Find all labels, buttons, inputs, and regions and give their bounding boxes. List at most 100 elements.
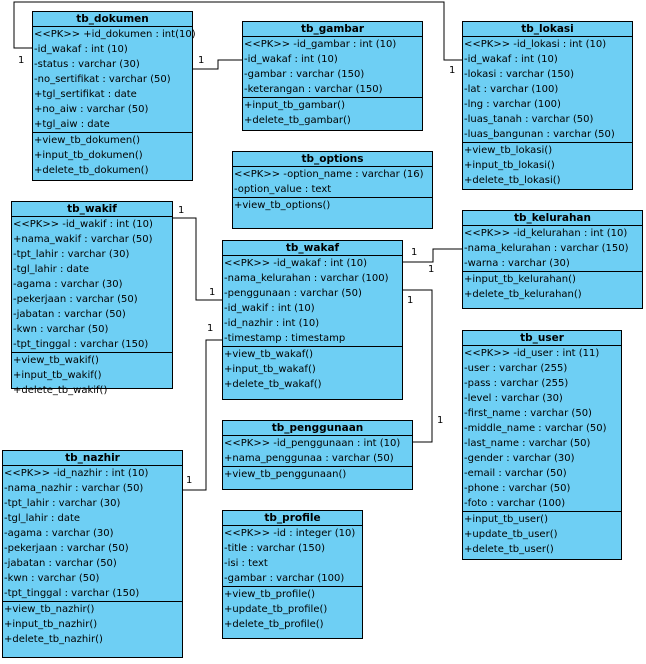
class-tb-nazhir[interactable]: tb_nazhir<<PK>> -id_nazhir : int (10)-na… [2, 450, 183, 658]
attribute-row: -jabatan : varchar (50) [13, 309, 126, 320]
method-section: +view_tb_options() [233, 198, 432, 213]
multiplicity-label: 1 [198, 55, 205, 66]
attribute-row: -pass : varchar (255) [464, 378, 569, 389]
link-wakaf-kelurahan [403, 248, 462, 263]
attribute-row: -no_sertifikat : varchar (50) [34, 74, 171, 85]
attribute-row: -middle_name : varchar (50) [464, 423, 607, 434]
method-row: +input_tb_wakaf() [224, 364, 316, 375]
method-row: +delete_tb_gambar() [244, 115, 351, 126]
attribute-row: <<PK>> -id : integer (10) [224, 528, 356, 539]
class-tb-options[interactable]: tb_options<<PK>> -option_name : varchar … [232, 151, 433, 229]
method-section: +input_tb_user()+update_tb_user()+delete… [463, 512, 621, 557]
method-section: +view_tb_penggunaan() [223, 467, 412, 482]
attribute-row: -id_nazhir : int (10) [224, 318, 320, 329]
attribute-row: -kwn : varchar (50) [4, 573, 100, 584]
method-row: +delete_tb_nazhir() [4, 634, 103, 645]
attribute-row: -tpt_lahir : varchar (30) [4, 498, 121, 509]
class-tb-wakif[interactable]: tb_wakif<<PK>> -id_wakif : int (10)+nama… [11, 201, 173, 396]
method-row: +delete_tb_lokasi() [464, 175, 561, 186]
method-section: +view_tb_dokumen()+input_tb_dokumen()+de… [33, 133, 192, 178]
method-section: +view_tb_nazhir() +input_tb_nazhir() +dele… [3, 602, 182, 647]
method-row: +view_tb_options() [234, 200, 331, 211]
attribute-row: -title : varchar (150) [224, 543, 325, 554]
class-tb-user[interactable]: tb_user<<PK>> -id_user : int (11)-user :… [462, 330, 622, 560]
attribute-row: <<PK>> -id_kelurahan : int (10) [464, 228, 628, 239]
method-row: +input_tb_kelurahan() [464, 274, 576, 285]
attribute-row: -warna : varchar (30) [464, 258, 570, 269]
class-tb-kelurahan[interactable]: tb_kelurahan <<PK>> -id_kelurahan : int (… [462, 210, 643, 309]
method-row: +input_tb_dokumen() [34, 150, 143, 161]
class-title: tb_lokasi [463, 22, 632, 37]
attribute-row: +tgl_aiw : date [34, 119, 110, 130]
method-row: +update_tb_user() [464, 529, 558, 540]
method-row: +input_tb_nazhir() [4, 619, 98, 630]
attribute-row: -isi : text [224, 558, 268, 569]
method-row: +update_tb_profile() [224, 604, 328, 615]
class-tb-profile[interactable]: tb_profile <<PK>> -id : integer (10) -titl… [222, 510, 363, 639]
class-title: tb_profile [223, 511, 362, 526]
method-section: +input_tb_gambar() +delete_tb_gambar() [243, 98, 422, 128]
method-row: +input_tb_gambar() [244, 100, 345, 111]
class-tb-penggunaan[interactable]: tb_penggunaan<<PK>> -id_penggunaan : int… [222, 420, 413, 490]
method-row: +view_tb_wakaf() [224, 349, 314, 360]
attribute-row: <<PK>> -option_name : varchar (16) [234, 169, 424, 180]
attribute-row: +nama_penggunaa : varchar (50) [224, 453, 394, 464]
method-row: +delete_tb_wakaf() [224, 379, 322, 390]
class-tb-lokasi[interactable]: tb_lokasi<<PK>> -id_lokasi : int (10)-id… [462, 21, 633, 190]
attribute-row: -id_wakif : int (10) [224, 303, 315, 314]
attribute-row: -user : varchar (255) [464, 363, 568, 374]
link-dokumen-gambar [193, 59, 242, 70]
method-row: +input_tb_lokasi() [464, 160, 555, 171]
link-wakif-wakaf [173, 217, 222, 301]
attribute-row: +no_aiw : varchar (50) [34, 104, 149, 115]
method-row: +view_tb_penggunaan() [224, 469, 347, 480]
attribute-row: -penggunaan : varchar (50) [224, 288, 362, 299]
attribute-row: -keterangan : varchar (150) [244, 84, 383, 95]
class-tb-dokumen[interactable]: tb_dokumen<<PK>> +id_dokumen : int(10)-i… [32, 11, 196, 181]
attribute-section: <<PK>> -id_wakif : int (10) +nama_wakif :… [12, 217, 172, 353]
method-row: +view_tb_nazhir() [4, 604, 95, 615]
attribute-row: -pekerjaan : varchar (50) [4, 543, 129, 554]
attribute-row: -last_name : varchar (50) [464, 438, 591, 449]
attribute-row: +nama_wakif : varchar (50) [13, 234, 153, 245]
attribute-row: -kwn : varchar (50) [13, 324, 109, 335]
attribute-row: <<PK>> -id_gambar : int (10) [244, 39, 397, 50]
multiplicity-label: 1 [449, 65, 456, 76]
method-row: +input_tb_user() [464, 514, 548, 525]
class-tb-wakaf[interactable]: tb_wakaf<<PK>> -id_wakaf : int (10)-nama… [222, 240, 403, 400]
attribute-section: <<PK>> +id_dokumen : int(10)-id_wakaf : … [33, 27, 196, 133]
attribute-section: <<PK>> -id_penggunaan : int (10)+nama_pe… [223, 436, 412, 467]
method-row: +view_tb_dokumen() [34, 135, 140, 146]
attribute-section: <<PK>> -id_lokasi : int (10)-id_wakaf : … [463, 37, 632, 143]
attribute-row: -luas_tanah : varchar (50) [464, 114, 594, 125]
attribute-row: -agama : varchar (30) [13, 279, 123, 290]
class-tb-gambar[interactable]: tb_gambar<<PK>> -id_gambar : int (10)-id… [242, 21, 423, 131]
multiplicity-label: 1 [207, 323, 214, 334]
attribute-row: -timestamp : timestamp [224, 333, 346, 344]
class-title: tb_kelurahan [463, 211, 642, 226]
attribute-row: -foto : varchar (100) [464, 498, 566, 509]
attribute-row: -tpt_lahir : varchar (30) [13, 249, 130, 260]
attribute-row: -lokasi : varchar (150) [464, 69, 575, 80]
method-row: +view_tb_profile() [224, 589, 316, 600]
method-row: +delete_tb_wakif() [13, 385, 108, 396]
attribute-row: -gambar : varchar (100) [224, 573, 345, 584]
multiplicity-label: 1 [18, 55, 25, 66]
attribute-row: -id_wakaf : int (10) [244, 54, 338, 65]
attribute-row: -jabatan : varchar (50) [4, 558, 117, 569]
attribute-row: <<PK>> -id_nazhir : int (10) [4, 468, 149, 479]
multiplicity-label: 1 [411, 247, 418, 258]
attribute-row: -gender : varchar (30) [464, 453, 575, 464]
method-section: +view_tb_profile()+update_tb_profile()+d… [223, 587, 362, 632]
multiplicity-label: 1 [186, 475, 193, 486]
attribute-row: -luas_bangunan : varchar (50) [464, 129, 615, 140]
attribute-row: -level : varchar (30) [464, 393, 563, 404]
method-row: +input_tb_wakif() [13, 370, 102, 381]
attribute-row: <<PK>> -id_wakif : int (10) [13, 219, 153, 230]
attribute-section: <<PK>> -id : integer (10) -title : varcha… [223, 526, 362, 587]
multiplicity-label: 1 [407, 295, 414, 306]
class-title: tb_wakaf [223, 241, 402, 256]
link-dokumen-lokasi [13, 1, 462, 61]
multiplicity-label: 1 [428, 264, 435, 275]
attribute-row: <<PK>> -id_user : int (11) [464, 348, 600, 359]
